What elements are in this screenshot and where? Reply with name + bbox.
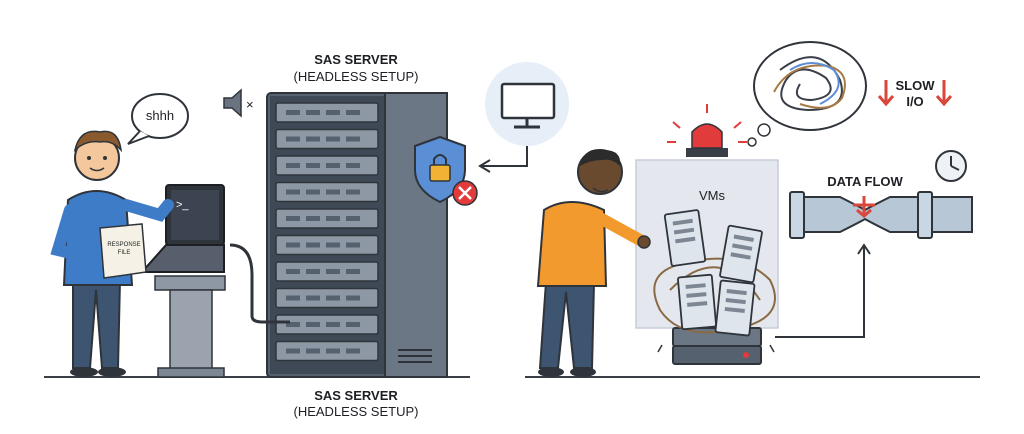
response-file-line2: FILE bbox=[118, 250, 131, 256]
top-label-subtitle: (HEADLESS SETUP) bbox=[294, 69, 419, 84]
rack-unit bbox=[275, 181, 379, 203]
terminal-prompt: >_ bbox=[176, 199, 189, 211]
error-x-icon bbox=[452, 180, 478, 206]
vm-tower bbox=[677, 273, 717, 331]
network-cable bbox=[229, 243, 290, 324]
vm-tower bbox=[719, 224, 763, 284]
monitor-connector-line bbox=[482, 146, 528, 167]
rack-unit bbox=[275, 234, 379, 256]
clock-icon bbox=[935, 150, 967, 182]
shield-lock-icon bbox=[414, 135, 466, 204]
flow-connector-arrowhead bbox=[857, 243, 871, 255]
vm-towers bbox=[663, 209, 763, 337]
server-rack bbox=[266, 92, 448, 378]
rack-unit bbox=[275, 155, 379, 176]
laptop-stand bbox=[154, 275, 226, 378]
laptop bbox=[139, 184, 225, 273]
bottom-label-subtitle: (HEADLESS SETUP) bbox=[294, 404, 419, 419]
rack-unit bbox=[275, 102, 379, 123]
data-pipe bbox=[789, 191, 973, 239]
bottom-label-title: SAS SERVER bbox=[314, 388, 398, 403]
vm-tower bbox=[663, 209, 707, 267]
rack-unit bbox=[275, 314, 379, 335]
speech-bubble-text: shhh bbox=[146, 108, 174, 123]
vm-panel-label: VMs bbox=[699, 188, 726, 203]
alarm-light-icon bbox=[667, 104, 747, 157]
rack-units bbox=[275, 102, 379, 362]
rack-unit bbox=[275, 287, 379, 309]
slow-io-line1: SLOW bbox=[896, 78, 936, 93]
monitor-icon bbox=[485, 62, 569, 146]
response-file-paper bbox=[99, 223, 147, 279]
host-server-base bbox=[657, 327, 775, 365]
response-file-line1: RESPONSE bbox=[107, 242, 140, 248]
speaker-muted-icon: × bbox=[223, 88, 254, 118]
monitor-connector-arrowhead bbox=[478, 159, 491, 173]
tangled-thought-icon bbox=[747, 41, 867, 147]
person-engineer bbox=[536, 149, 651, 377]
data-flow-label: DATA FLOW bbox=[827, 174, 903, 189]
rack-unit bbox=[275, 340, 379, 362]
svg-text:×: × bbox=[246, 97, 254, 112]
rack-unit bbox=[275, 261, 379, 282]
rack-vent bbox=[398, 349, 432, 363]
vm-tower bbox=[714, 279, 756, 337]
slow-arrow-down-icon bbox=[877, 80, 953, 107]
speech-bubble bbox=[127, 93, 189, 145]
rack-unit bbox=[275, 208, 379, 229]
flow-connector-line bbox=[775, 246, 865, 338]
top-label-title: SAS SERVER bbox=[314, 52, 398, 67]
rack-unit bbox=[275, 128, 379, 150]
slow-io-line2: I/O bbox=[906, 94, 923, 109]
